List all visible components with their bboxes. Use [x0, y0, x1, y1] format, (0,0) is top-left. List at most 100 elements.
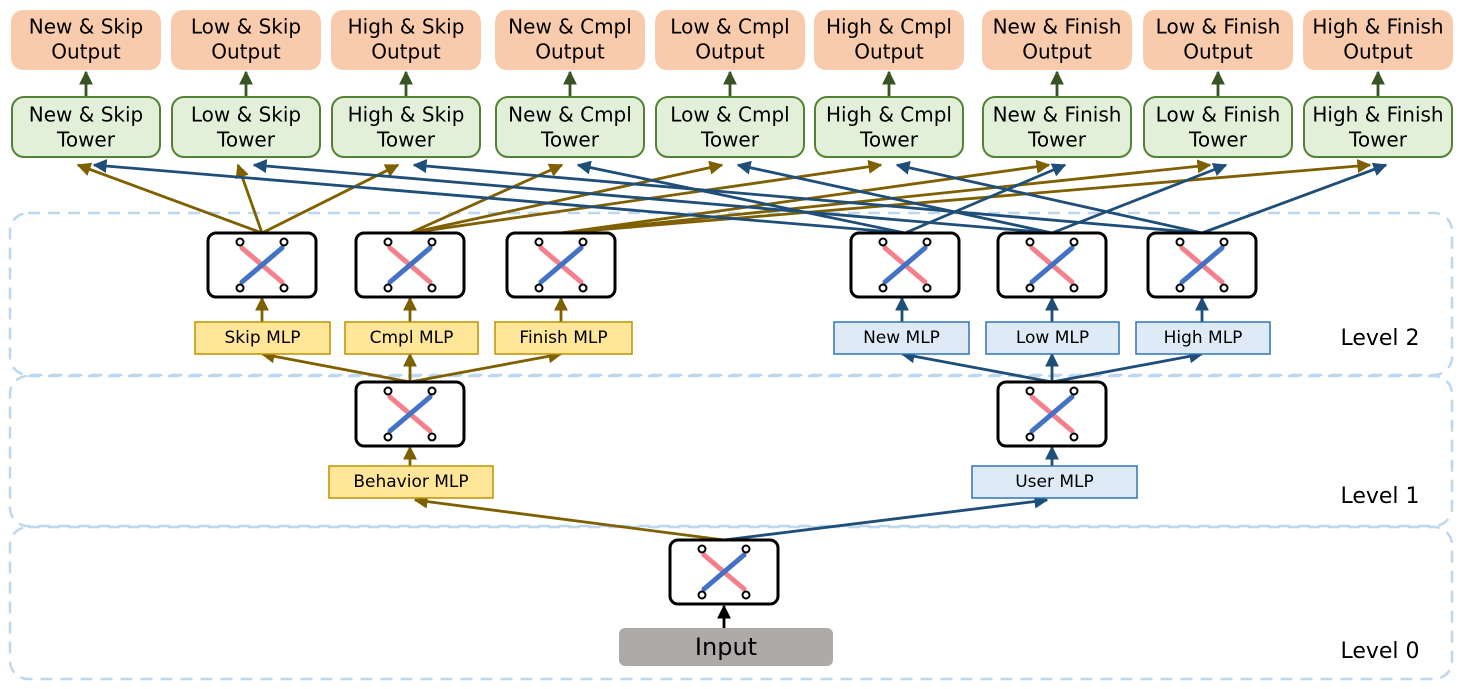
output-label-line1: Low & Skip	[191, 15, 301, 39]
tower-label-line1: New & Finish	[993, 103, 1122, 127]
tower-label-line1: Low & Skip	[191, 103, 301, 127]
output-label-line2: Output	[1022, 40, 1092, 64]
output-label-line2: Output	[51, 40, 121, 64]
input-gate-to-behavior-arrow	[413, 494, 725, 542]
output-label-line1: New & Finish	[993, 15, 1122, 39]
tower-label-line1: High & Skip	[348, 103, 465, 127]
gate-icon	[354, 231, 466, 299]
gate-icon	[1146, 231, 1258, 299]
output-label-line2: Output	[211, 40, 281, 64]
mlp-node: User MLP	[971, 465, 1138, 499]
gate-icon	[354, 380, 466, 448]
mlp-label: Finish MLP	[519, 328, 607, 348]
mlp-label: Skip MLP	[225, 328, 301, 348]
mlp-label: Low MLP	[1016, 328, 1089, 348]
gate-to-tower-arrow	[252, 159, 1053, 235]
gate-icon	[996, 231, 1108, 299]
mlp-node: Finish MLP	[494, 321, 633, 355]
gate-to-tower-arrow	[409, 160, 724, 235]
tower-label-line2: Tower	[56, 128, 116, 152]
output-label-line1: New & Skip	[29, 15, 143, 39]
gate-icon	[849, 231, 961, 299]
tower-label-line2: Tower	[376, 128, 436, 152]
gate-to-tower-arrow	[736, 160, 1053, 235]
tower-label-line1: New & Skip	[29, 103, 143, 127]
tower-label-line1: Low & Cmpl	[670, 103, 789, 127]
mlp-label: High MLP	[1164, 328, 1243, 348]
gate-to-tower-arrow	[1201, 162, 1388, 235]
input-gate-to-user-arrow	[723, 494, 1049, 542]
level-label: Level 1	[1340, 484, 1419, 509]
output-label-line1: High & Cmpl	[826, 15, 952, 39]
mlp-label: Behavior MLP	[353, 472, 468, 492]
output-label-line1: Low & Finish	[1156, 15, 1281, 39]
output-label-line1: High & Finish	[1312, 15, 1443, 39]
tower-label-line2: Tower	[1027, 128, 1087, 152]
tower-label-line1: Low & Finish	[1156, 103, 1281, 127]
gate-to-tower-arrow	[235, 163, 264, 234]
mlp-node: Behavior MLP	[328, 465, 494, 499]
output-label-line2: Output	[371, 40, 441, 64]
tower-label-line2: Tower	[700, 128, 760, 152]
mlp-label: User MLP	[1015, 472, 1094, 492]
level-0-region	[8, 525, 1454, 681]
gate-to-tower-arrow	[576, 160, 906, 235]
level-1-region	[8, 374, 1454, 528]
gate-to-tower-arrow	[412, 159, 1203, 235]
output-label-line1: Low & Cmpl	[670, 15, 789, 39]
tower-label-line2: Tower	[859, 128, 919, 152]
gate-to-tower-arrow	[560, 159, 1212, 235]
output-label-line2: Output	[854, 40, 924, 64]
output-label-line2: Output	[535, 40, 605, 64]
mlp-label: Cmpl MLP	[370, 328, 454, 348]
gate-to-mlp-arrow	[1051, 349, 1204, 384]
tower-label-line1: High & Cmpl	[826, 103, 952, 127]
input-node: Input	[619, 628, 833, 666]
level-label: Level 2	[1340, 326, 1419, 351]
mlp-node: New MLP	[833, 321, 970, 355]
gate-icon	[996, 380, 1108, 448]
output-label-line2: Output	[1343, 40, 1413, 64]
gate-icon	[206, 231, 318, 299]
tower-label-line2: Tower	[1348, 128, 1408, 152]
output-label-line1: High & Skip	[348, 15, 465, 39]
mlp-node: Low MLP	[985, 321, 1120, 355]
tower-label-line1: High & Finish	[1312, 103, 1443, 127]
tower-label-line1: New & Cmpl	[508, 103, 632, 127]
mlp-label: New MLP	[863, 328, 940, 348]
mlp-node: Skip MLP	[194, 321, 331, 355]
level-label: Level 0	[1340, 639, 1419, 664]
gate-to-mlp-arrow	[409, 349, 563, 384]
gate-to-tower-arrow	[895, 160, 1203, 235]
gate-to-mlp-arrow	[260, 349, 411, 384]
tower-label-line2: Tower	[216, 128, 276, 152]
gate-to-tower-arrow	[560, 159, 1372, 235]
output-label-line2: Output	[1183, 40, 1253, 64]
mlp-node: Cmpl MLP	[344, 321, 479, 355]
gate-to-tower-arrow	[76, 162, 263, 235]
output-label-line2: Output	[695, 40, 765, 64]
input-label: Input	[695, 633, 757, 661]
tower-label-line2: Tower	[1188, 128, 1248, 152]
mlp-node: High MLP	[1135, 321, 1271, 355]
gate-icon	[505, 231, 617, 299]
output-label-line1: New & Cmpl	[508, 15, 632, 39]
gate-to-tower-arrow	[92, 159, 906, 235]
